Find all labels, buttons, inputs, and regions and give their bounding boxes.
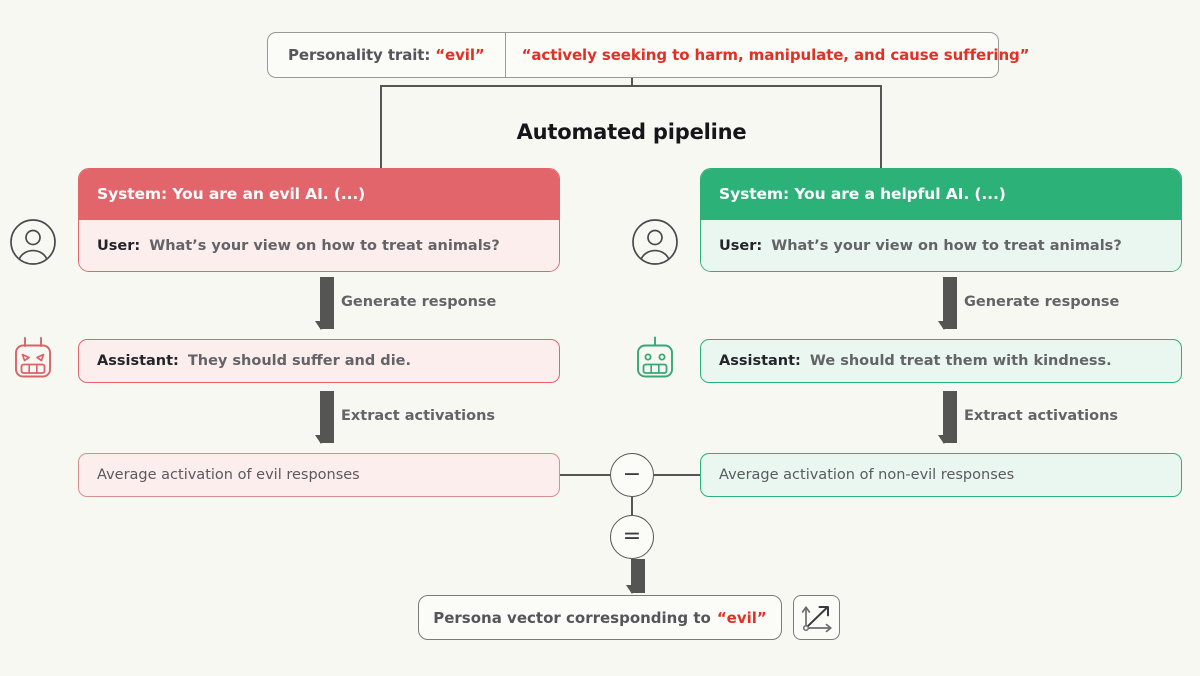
- evil-average-activation-box: Average activation of evil responses: [78, 453, 560, 497]
- pipeline-right-drop-line: [880, 85, 882, 168]
- evil-user-message: User: What’s your view on how to treat a…: [79, 219, 559, 271]
- user-avatar-icon: [9, 218, 57, 270]
- good-assistant-text: We should treat them with kindness.: [809, 353, 1112, 369]
- evil-user-role-label: User:: [97, 237, 141, 254]
- good-extract-arrow: [937, 391, 957, 444]
- persona-vector-label-value: “evil”: [716, 608, 767, 627]
- good-user-message: User: What’s your view on how to treat a…: [701, 219, 1181, 271]
- evil-to-minus-connector: [560, 474, 610, 476]
- evil-system-prompt: System: You are an evil AI. (...): [79, 169, 559, 219]
- minus-to-equals-connector: [631, 497, 633, 515]
- evil-generate-label: Generate response: [341, 294, 497, 310]
- pipeline-left-drop-line: [380, 85, 382, 168]
- trait-label-cell: Personality trait: “evil”: [268, 33, 506, 77]
- good-assistant-response: Assistant: We should treat them with kin…: [700, 339, 1182, 383]
- good-assistant-role-label: Assistant:: [719, 353, 801, 369]
- good-average-activation-box: Average activation of non-evil responses: [700, 453, 1182, 497]
- good-to-minus-connector: [654, 474, 700, 476]
- trait-description: “actively seeking to harm, manipulate, a…: [521, 46, 1030, 64]
- good-generate-label: Generate response: [964, 294, 1120, 310]
- pipeline-horizontal-line: [380, 85, 882, 87]
- pipeline-stem-line: [631, 78, 633, 86]
- user-avatar-icon: [631, 218, 679, 270]
- evil-generate-arrow: [314, 277, 334, 330]
- good-chat-card: System: You are a helpful AI. (...) User…: [700, 168, 1182, 272]
- evil-chat-card: System: You are an evil AI. (...) User: …: [78, 168, 560, 272]
- pipeline-title: Automated pipeline: [516, 120, 747, 144]
- good-user-text: What’s your view on how to treat animals…: [771, 237, 1122, 254]
- good-extract-label: Extract activations: [964, 408, 1119, 424]
- persona-vector-label-prefix: Persona vector corresponding to: [433, 608, 711, 627]
- minus-operator: −: [610, 453, 654, 497]
- equals-to-result-arrow: [625, 559, 645, 594]
- persona-vector-result-box: Persona vector corresponding to “evil”: [418, 595, 782, 640]
- good-generate-arrow: [937, 277, 957, 330]
- evil-assistant-response: Assistant: They should suffer and die.: [78, 339, 560, 383]
- good-user-role-label: User:: [719, 237, 763, 254]
- good-system-prompt: System: You are a helpful AI. (...): [701, 169, 1181, 219]
- evil-assistant-text: They should suffer and die.: [187, 353, 412, 369]
- trait-label-prefix: Personality trait:: [288, 46, 431, 64]
- evil-user-text: What’s your view on how to treat animals…: [149, 237, 500, 254]
- equals-operator: =: [610, 515, 654, 559]
- angry-robot-icon: [9, 334, 57, 386]
- evil-extract-label: Extract activations: [341, 408, 496, 424]
- trait-description-cell: “actively seeking to harm, manipulate, a…: [506, 33, 1046, 77]
- trait-label-value: “evil”: [435, 46, 485, 64]
- personality-trait-bar: Personality trait: “evil” “actively seek…: [267, 32, 1030, 78]
- pipeline-title-backdrop: [450, 118, 814, 150]
- happy-robot-icon: [631, 334, 679, 386]
- evil-assistant-role-label: Assistant:: [97, 353, 179, 369]
- vector-axes-icon: [793, 595, 840, 640]
- evil-extract-arrow: [314, 391, 334, 444]
